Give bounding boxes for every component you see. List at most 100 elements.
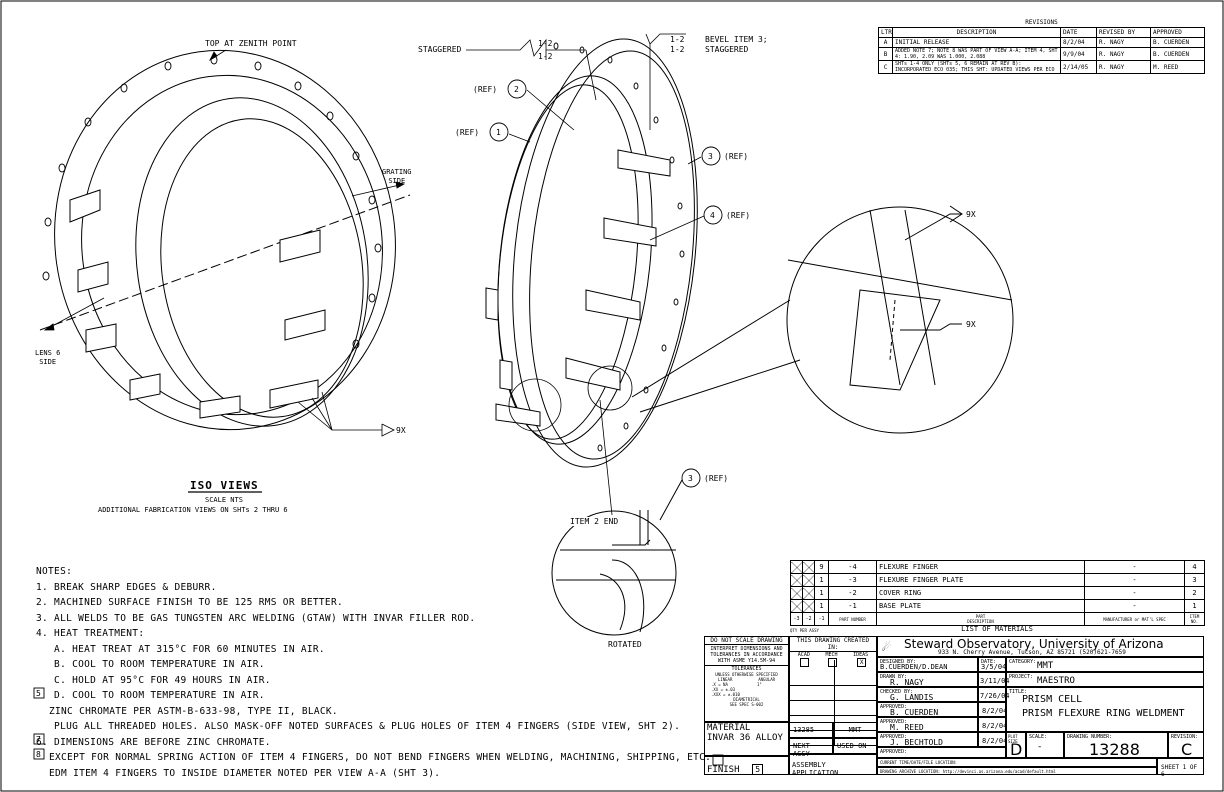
title-block: DO NOT SCALE DRAWING INTERPRET DIMENSION… — [704, 636, 1204, 778]
callout-ref-1: (REF) — [455, 128, 480, 137]
note-item: A. HEAT TREAT AT 315°C FOR 60 MINUTES IN… — [36, 643, 325, 655]
checked-by-cell: CHECKED BY:G. LANDIS — [877, 687, 978, 702]
project-cell: PROJECT:MAESTRO — [1006, 672, 1204, 687]
bom-mfr: - — [1084, 586, 1185, 600]
approved-1-date-cell: 8/2/04 — [978, 702, 1008, 717]
approved-4-cell: APPROVED: — [877, 747, 1006, 758]
next-assy-value: 13285 — [789, 722, 833, 738]
drawing-number-value: 13288 — [1089, 740, 1140, 759]
bom-item: 1 — [1184, 599, 1205, 613]
nine-x-detail-bottom: 9X — [966, 320, 976, 329]
bom-x-cell — [802, 586, 815, 600]
rev-col-desc: DESCRIPTION — [892, 27, 1061, 38]
bom-part: -4 — [828, 560, 877, 574]
iso-additional-views: ADDITIONAL FABRICATION VIEWS ON SHTs 2 T… — [98, 506, 288, 514]
finish-label: FINISH — [707, 765, 740, 775]
drawn-by-cell: DRAWN BY:R. NAGY — [877, 672, 978, 687]
revision-label: REVISION: — [1171, 734, 1199, 740]
designed-date: 3/5/04 — [981, 663, 1007, 671]
note-item: C. HOLD AT 95°C FOR 49 HOURS IN AIR. — [36, 674, 271, 686]
designed-date-cell: DATE:3/5/04 — [978, 657, 1006, 672]
bill-of-materials: 9 -4 FLEXURE FINGER - 4 1 -3 FLEXURE FIN… — [790, 560, 1205, 633]
bom-qty: 9 — [814, 560, 829, 574]
cad-acad: ACAD — [797, 652, 810, 658]
bom-x-cell — [790, 599, 803, 613]
note-flag-5: 5 — [36, 689, 41, 698]
project-label: PROJECT: — [1009, 674, 1034, 680]
callout-ref-4: (REF) — [726, 211, 751, 220]
nine-x-detail-top: 9X — [966, 210, 976, 219]
revision-row: C SHTs 1-4 ONLY (SHTs 5, 6 REMAIN AT REV… — [878, 60, 1206, 74]
diametrical-label: DIAMETRICAL — [733, 697, 760, 702]
bom-x-cell — [790, 560, 803, 574]
approved-2-value: M. REED — [890, 723, 924, 732]
checked-value: G. LANDIS — [890, 693, 934, 702]
note-item: PLUG ALL THREADED HOLES. ALSO MASK-OFF N… — [36, 721, 681, 732]
callout-bubbles — [489, 79, 723, 488]
revisions-title: REVISIONS — [878, 18, 1205, 28]
finish-block: FINISH 5 — [704, 756, 789, 775]
note-flags — [33, 687, 724, 766]
top-label: TOP AT ZENITH POINT — [205, 39, 297, 48]
bom-x-cell — [802, 573, 815, 587]
bom-title: LIST OF MATERIALS — [961, 625, 1033, 633]
note-item: 6. DIMENSIONS ARE BEFORE ZINC CHROMATE. — [36, 736, 271, 748]
material-label: MATERIAL — [707, 723, 751, 733]
bom-part: -3 — [828, 573, 877, 587]
bom-hdr-item: ITEM NO. — [1184, 612, 1205, 626]
title-line-1: PRISM CELL — [1022, 694, 1083, 705]
approved-1-date: 8/2/04 — [982, 707, 1008, 715]
bom-hdr-dash: -1 — [814, 612, 829, 626]
scale-cell: SCALE:- — [1026, 732, 1064, 758]
revision-row: B ADDED NOTE 7; NOTE 8 WAS PART OF VIEW … — [878, 47, 1206, 61]
rev-by: R. NAGY — [1096, 47, 1151, 61]
approved-3-date-cell: 8/2/04 — [978, 732, 1007, 747]
title-label: TITLE: — [1009, 689, 1028, 695]
note-item: 1. BREAK SHARP EDGES & DEBURR. — [36, 581, 217, 593]
rev-approved: M. REED — [1149, 60, 1206, 74]
tolerances-title: TOLERANCES — [731, 666, 762, 672]
bom-x-cell — [802, 599, 815, 613]
bom-mfr: - — [1084, 599, 1185, 613]
notes-title: NOTES: — [36, 566, 73, 577]
assembly-application: ASSEMBLY APPLICATION — [789, 754, 877, 777]
drawn-date-cell: 3/11/04 — [978, 672, 1010, 687]
callout-ref-3b: (REF) — [704, 474, 729, 483]
bom-hdr-mfr: MANUFACTURER or MAT'L SPEC — [1084, 612, 1185, 626]
drawn-label: DRAWN BY: — [880, 674, 908, 680]
rev-col-by: REVISED BY — [1096, 27, 1151, 38]
item2-end-label: ITEM 2 END — [570, 517, 619, 526]
current-location-label: CURRENT TIME/DATE/FILE LOCATION: — [880, 760, 958, 765]
bom-x-cell — [790, 586, 803, 600]
revision-value: C — [1181, 740, 1193, 759]
bevel-note: BEVEL ITEM 3; — [705, 35, 768, 44]
bom-item: 2 — [1184, 586, 1205, 600]
note-flag-8: 8 — [36, 750, 41, 759]
rev-col-date: DATE — [1060, 27, 1097, 38]
cad-systems: ACAD MECH IDEAS — [790, 652, 876, 658]
plot-size-label: PLOT SIZE — [1008, 734, 1018, 744]
approved-label: APPROVED: — [880, 719, 908, 725]
bom-row: 1 -3 FLEXURE FINGER PLATE - 3 — [790, 573, 1205, 587]
mech-checkbox — [828, 658, 838, 667]
unless-specified: UNLESS OTHERWISE SPECIFIED — [715, 672, 778, 677]
rev-approved: B. CUERDEN — [1149, 47, 1206, 61]
used-on-label: USED ON — [833, 738, 877, 754]
staggered-right-label: STAGGERED — [705, 45, 749, 54]
org-name: Steward Observatory, University of Arizo… — [904, 637, 1164, 651]
approved-2-date: 8/2/04 — [982, 722, 1008, 730]
bom-mfr: - — [1084, 560, 1185, 574]
callout-num-4: 4 — [710, 211, 715, 220]
bom-hdr-dash: -3 — [790, 612, 803, 626]
bom-desc: BASE PLATE — [876, 599, 1085, 613]
approved-2-date-cell: 8/2/04 — [978, 717, 1008, 732]
revisions-header-row: LTR DESCRIPTION DATE REVISED BY APPROVED — [878, 27, 1206, 38]
bom-hdr-part: PART NUMBER — [828, 612, 877, 626]
approved-label: APPROVED: — [880, 734, 908, 740]
callout-num-2: 2 — [514, 85, 519, 94]
sheet-value: SHEET 1 OF 6 — [1161, 764, 1198, 778]
archive-location: DRAWING ARCHIVE LOCATION: http://devinci… — [880, 769, 1056, 774]
org-address: 933 N. Cherry Avenue, Tucson, AZ 85721 (… — [938, 649, 1126, 656]
